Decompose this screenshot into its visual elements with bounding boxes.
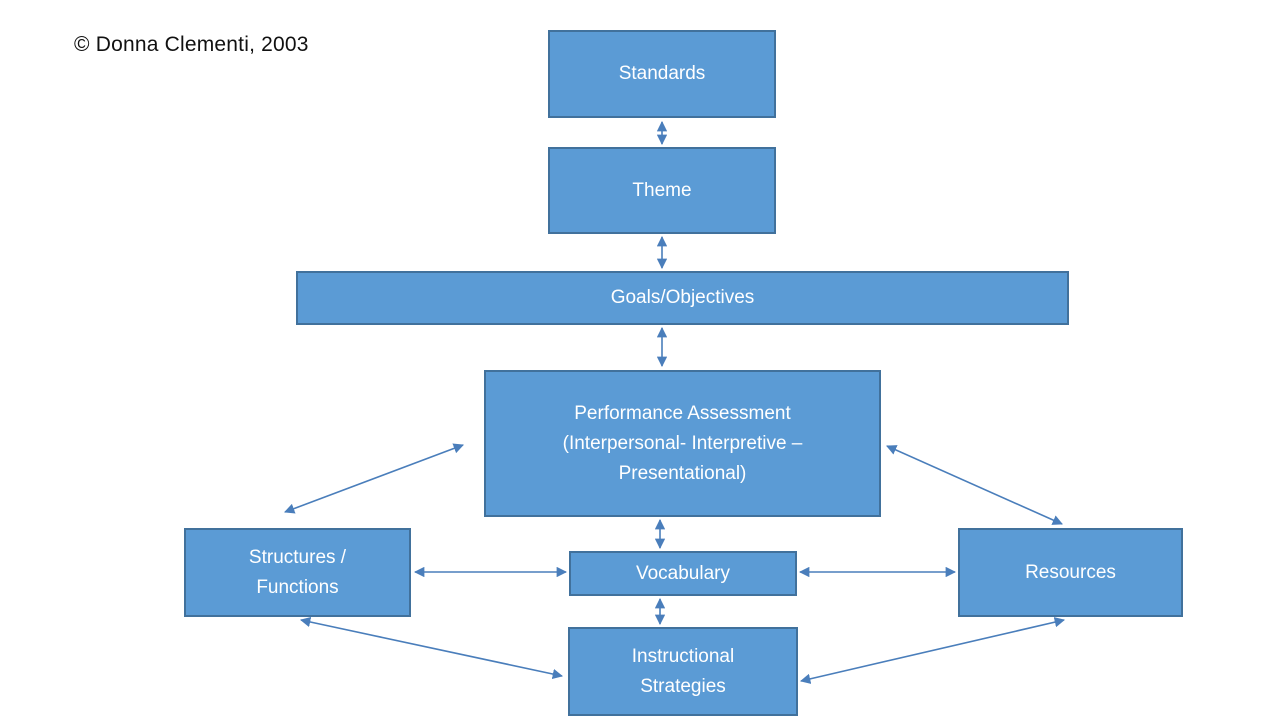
- node-standards: Standards: [548, 30, 776, 118]
- connector-performance-resources: [886, 445, 1063, 525]
- node-theme: Theme: [548, 147, 776, 234]
- node-goals-objectives-label: Goals/Objectives: [610, 287, 755, 308]
- node-vocabulary: Vocabulary: [569, 551, 797, 596]
- connector-structures-instructional: [299, 616, 564, 680]
- node-resources-label: Resources: [1025, 561, 1116, 583]
- connector-resources-instructional: [799, 617, 1066, 684]
- node-standards-label: Standards: [618, 63, 706, 84]
- node-vocabulary-label: Vocabulary: [635, 562, 730, 584]
- node-goals-objectives: Goals/Objectives: [296, 271, 1069, 325]
- node-instructional-strategies-label: Instructional Strategies: [631, 645, 735, 697]
- copyright-text: © Donna Clementi, 2003: [74, 33, 309, 56]
- node-performance-assessment-label: Performance Assessment (Interpersonal- I…: [562, 402, 803, 484]
- node-theme-label: Theme: [632, 179, 692, 201]
- connector-structures-performance: [284, 443, 464, 514]
- node-performance-assessment: Performance Assessment (Interpersonal- I…: [484, 370, 881, 517]
- node-instructional-strategies: Instructional Strategies: [568, 627, 798, 716]
- node-structures-functions: Structures / Functions: [184, 528, 411, 617]
- node-resources: Resources: [958, 528, 1183, 617]
- node-structures-functions-label: Structures / Functions: [248, 546, 347, 598]
